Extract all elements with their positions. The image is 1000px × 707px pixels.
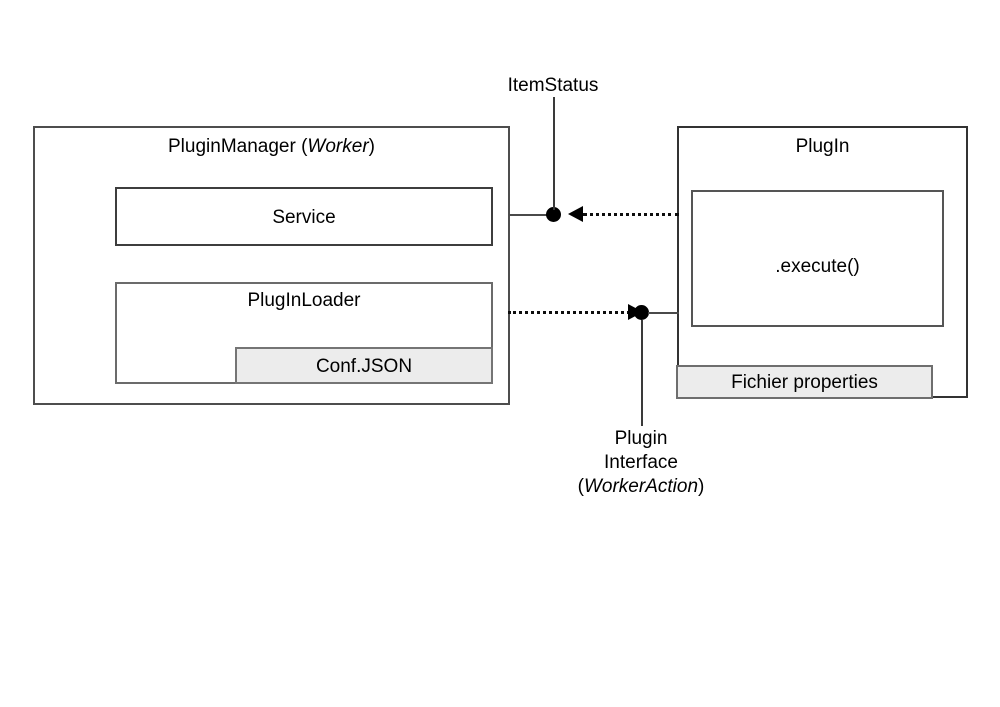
execute-label: .execute() — [775, 256, 860, 277]
plugin-interface-ball-socket[interactable] — [634, 305, 649, 320]
plugin-manager-title-main: PluginManager ( — [168, 136, 308, 157]
execute-box[interactable]: .execute() — [691, 190, 944, 327]
plugin-manager-title-italic: Worker — [307, 136, 369, 157]
plugin-manager-title-close: ) — [368, 136, 375, 157]
item-status-solid-stub — [509, 214, 554, 216]
plugin-title: PlugIn — [795, 136, 850, 157]
plugin-interface-dotted-line — [508, 311, 630, 314]
service-label: Service — [272, 207, 336, 228]
fichier-properties-label: Fichier properties — [731, 372, 878, 393]
fichier-properties-box[interactable]: Fichier properties — [676, 365, 933, 399]
plugin-interface-leader-line — [641, 320, 643, 426]
plugin-interface-label-line2: Interface — [604, 452, 678, 473]
plugin-interface-label-line1: Plugin — [614, 428, 668, 449]
item-status-arrowhead-icon — [568, 206, 583, 222]
conf-json-box[interactable]: Conf.JSON — [235, 347, 493, 384]
pluginloader-title: PlugInLoader — [247, 290, 361, 311]
plugin-interface-solid-stub — [648, 312, 679, 314]
conf-json-label: Conf.JSON — [315, 356, 413, 377]
service-box[interactable]: Service — [115, 187, 493, 246]
item-status-leader-line — [553, 97, 555, 210]
plugin-interface-label-line3-open: ( — [577, 476, 584, 497]
plugin-interface-label-line3-italic: WorkerAction — [583, 476, 699, 497]
plugin-interface-label-line3-close: ) — [698, 476, 705, 497]
item-status-ball-socket[interactable] — [546, 207, 561, 222]
item-status-dotted-line — [583, 213, 679, 216]
plugin-manager-title: PluginManager (Worker) — [35, 136, 508, 158]
item-status-label: ItemStatus — [507, 75, 599, 96]
